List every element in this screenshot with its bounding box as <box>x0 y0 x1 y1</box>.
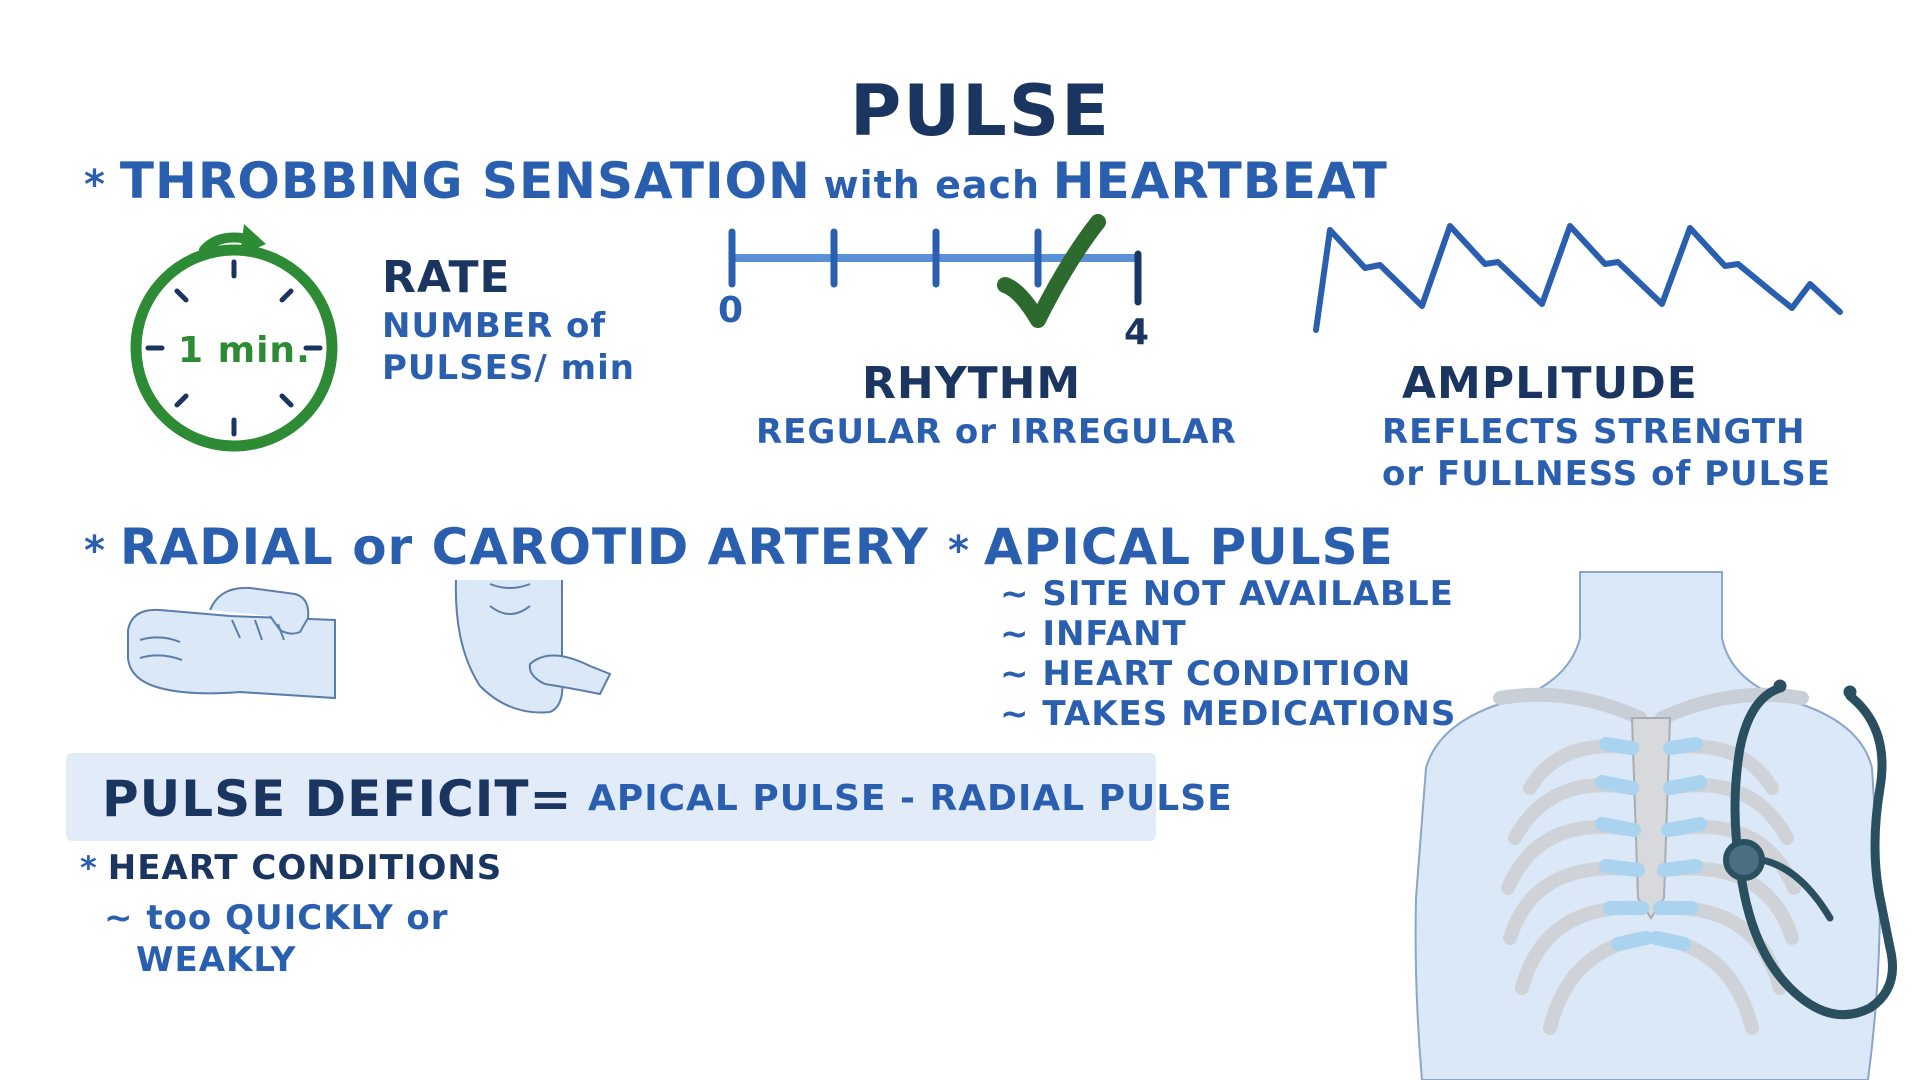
heart-conditions-line: *HEART CONDITIONS <box>80 848 502 888</box>
heart-conditions-line1: ~ too QUICKLY or <box>104 898 449 938</box>
wrist-illustration <box>127 586 336 700</box>
rate-line1: NUMBER of <box>382 306 607 346</box>
amplitude-line2: or FULLNESS of PULSE <box>1382 454 1831 494</box>
rib-cage <box>1501 737 1801 1035</box>
bullet: * <box>80 849 98 887</box>
sensation-end: HEARTBEAT <box>1052 152 1388 210</box>
pulse-wave-icon <box>1313 223 1843 333</box>
sensation-main: THROBBING SENSATION <box>119 152 811 210</box>
apical-heading: APICAL PULSE <box>983 518 1394 576</box>
apical-item: ~ INFANT <box>1000 614 1187 654</box>
sites-line: * RADIAL or CAROTID ARTERY <box>84 518 929 576</box>
stopwatch-icon <box>130 224 338 452</box>
apical-item: ~ SITE NOT AVAILABLE <box>1000 574 1454 614</box>
sensation-line: * THROBBING SENSATION with each HEARTBEAT <box>84 152 1388 210</box>
torso-illustration <box>1414 571 1897 1080</box>
sites-heading: RADIAL or CAROTID ARTERY <box>119 518 929 576</box>
heart-conditions-heading: HEART CONDITIONS <box>107 848 503 888</box>
apical-line: * APICAL PULSE <box>948 518 1394 576</box>
apical-item: ~ TAKES MEDICATIONS <box>1000 694 1457 734</box>
rate-heading: RATE <box>382 252 511 303</box>
scale-start: 0 <box>718 290 745 331</box>
rhythm-subtitle: REGULAR or IRREGULAR <box>756 412 1237 452</box>
checkmark-icon <box>997 214 1106 328</box>
heart-conditions-line2: WEAKLY <box>136 940 297 980</box>
bullet: * <box>84 162 106 208</box>
stethoscope-icon <box>1723 679 1897 1020</box>
bullet: * <box>948 528 970 574</box>
deficit-formula: APICAL PULSE - RADIAL PULSE <box>588 778 1233 819</box>
apical-item: ~ HEART CONDITION <box>1000 654 1412 694</box>
deficit-label: PULSE DEFICIT= <box>102 770 573 828</box>
scale-end: 4 <box>1124 312 1151 353</box>
rhythm-scale <box>728 214 1142 328</box>
pulse-deficit-box <box>66 753 1156 841</box>
neck-illustration <box>454 579 612 714</box>
timer-label: 1 min. <box>178 330 311 371</box>
rhythm-heading: RHYTHM <box>862 358 1082 409</box>
rate-line2: PULSES/ min <box>382 348 635 388</box>
sensation-connector: with each <box>823 163 1041 207</box>
amplitude-heading: AMPLITUDE <box>1402 358 1698 409</box>
page-title: PULSE <box>850 70 1111 152</box>
amplitude-line1: REFLECTS STRENGTH <box>1382 412 1806 452</box>
bullet: * <box>84 528 106 574</box>
